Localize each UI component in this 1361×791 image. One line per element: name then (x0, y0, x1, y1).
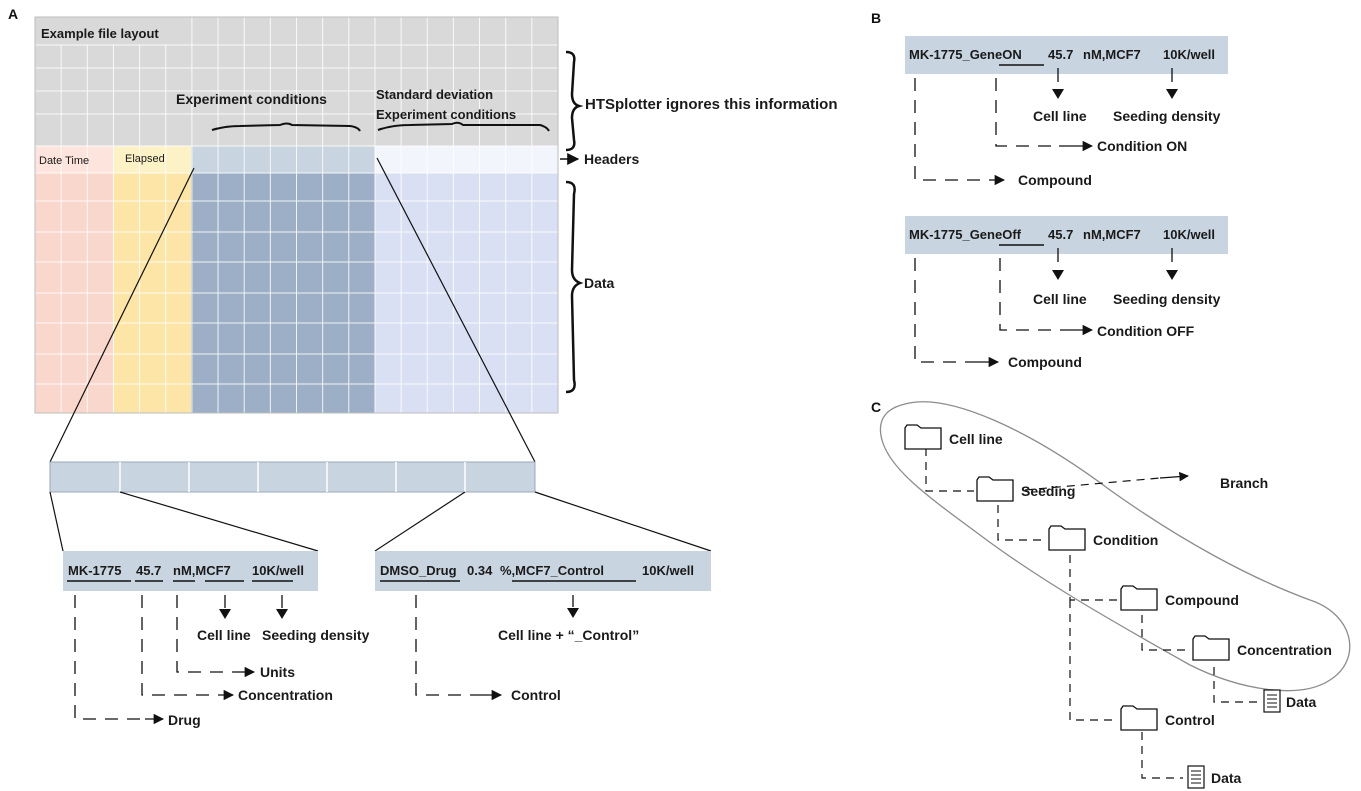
stddev-label-line1: Standard deviation (376, 87, 493, 102)
gene-off-header-box (905, 216, 1228, 254)
zoom-line-right (376, 157, 536, 463)
condition-on-label: Condition ON (1097, 138, 1187, 154)
panel-c-label: C (871, 399, 881, 415)
drug-header-box (63, 551, 318, 591)
folder-label: Concentration (1237, 642, 1332, 658)
off-compound-label: Compound (1008, 354, 1082, 370)
zoomed-header-bar (49, 461, 536, 493)
elapsed-header-cell (113, 146, 191, 173)
gene-on-header-box (905, 36, 1228, 74)
stddev-header-cells (375, 146, 558, 173)
folder-icon (1120, 705, 1158, 731)
data-file-label-2: Data (1211, 770, 1242, 786)
drug-seeding-label: Seeding density (262, 627, 370, 643)
stddev-label-line2: Experiment conditions (376, 107, 516, 122)
off-seeding-label: Seeding density (1113, 291, 1221, 307)
control-label: Control (511, 687, 561, 703)
on-compound-label: Compound (1018, 172, 1092, 188)
folder-icon (904, 424, 942, 450)
drug-label: Drug (168, 712, 201, 728)
panel-a-label: A (8, 6, 18, 22)
gene-on-seeding: 10K/well (1163, 47, 1215, 62)
control-seeding: 10K/well (642, 563, 694, 578)
elapsed-header: Elapsed (125, 153, 165, 165)
units-label: Units (260, 664, 295, 680)
stddev-underline (377, 121, 550, 132)
gene-on-concentration: 45.7 (1048, 47, 1073, 62)
folder-tree: Cell lineSeedingConditionCompoundConcent… (904, 424, 1332, 731)
panel-b-label: B (871, 10, 881, 26)
drug-units-cell: nM,MCF7 (173, 563, 231, 578)
ignore-note: HTSplotter ignores this information (585, 96, 838, 113)
date-header-cell (35, 146, 113, 173)
layout-title: Example file layout (41, 26, 159, 41)
headers-label: Headers (584, 151, 639, 167)
document-icon (1263, 689, 1281, 713)
on-cell-line-label: Cell line (1033, 108, 1087, 124)
data-label: Data (584, 275, 615, 291)
file-layout-grid (34, 16, 559, 414)
gene-off-units-cell: nM,MCF7 (1083, 227, 1141, 242)
data-brace (565, 180, 584, 394)
condition-header-cells (191, 146, 375, 173)
cell-line-control-label: Cell line + “_Control” (498, 627, 639, 643)
gene-off-seeding: 10K/well (1163, 227, 1215, 242)
control-cell-line: %,MCF7_Control (500, 563, 604, 578)
document-icon (1187, 765, 1205, 789)
drug-name: MK-1775 (68, 563, 121, 578)
folder-label: Cell line (949, 431, 1003, 447)
gene-on-compound: MK-1775_GeneON (909, 47, 1022, 62)
gene-off-compound: MK-1775_GeneOff (909, 227, 1022, 242)
drug-seeding: 10K/well (252, 563, 304, 578)
condition-off-label: Condition OFF (1097, 323, 1195, 339)
folder-icon (1192, 635, 1230, 661)
folder-label: Condition (1093, 532, 1158, 548)
folder-label: Control (1165, 712, 1215, 728)
control-drug: DMSO_Drug (380, 563, 457, 578)
off-cell-line-label: Cell line (1033, 291, 1087, 307)
drug-concentration: 45.7 (136, 563, 161, 578)
exp-conditions-label: Experiment conditions (176, 91, 327, 107)
folder-icon (976, 476, 1014, 502)
zoom-line-left (49, 167, 195, 463)
ignore-brace (565, 50, 584, 152)
on-seeding-label: Seeding density (1113, 108, 1221, 124)
control-header-box (375, 551, 711, 591)
data-file-label-1: Data (1286, 694, 1317, 710)
drug-connectors (74, 595, 238, 720)
folder-icon (1120, 585, 1158, 611)
control-concentration: 0.34 (467, 563, 493, 578)
tree-connectors (925, 448, 1258, 779)
date-time-header: Date Time (39, 155, 89, 167)
branch-label: Branch (1220, 475, 1268, 491)
folder-label: Seeding (1021, 483, 1075, 499)
folder-label: Compound (1165, 592, 1239, 608)
branch-outline (879, 401, 1351, 692)
drug-cell-line-label: Cell line (197, 627, 251, 643)
gene-off-concentration: 45.7 (1048, 227, 1073, 242)
concentration-label: Concentration (238, 687, 333, 703)
folder-icon (1048, 525, 1086, 551)
conditions-underline (211, 122, 361, 132)
gene-on-units-cell: nM,MCF7 (1083, 47, 1141, 62)
